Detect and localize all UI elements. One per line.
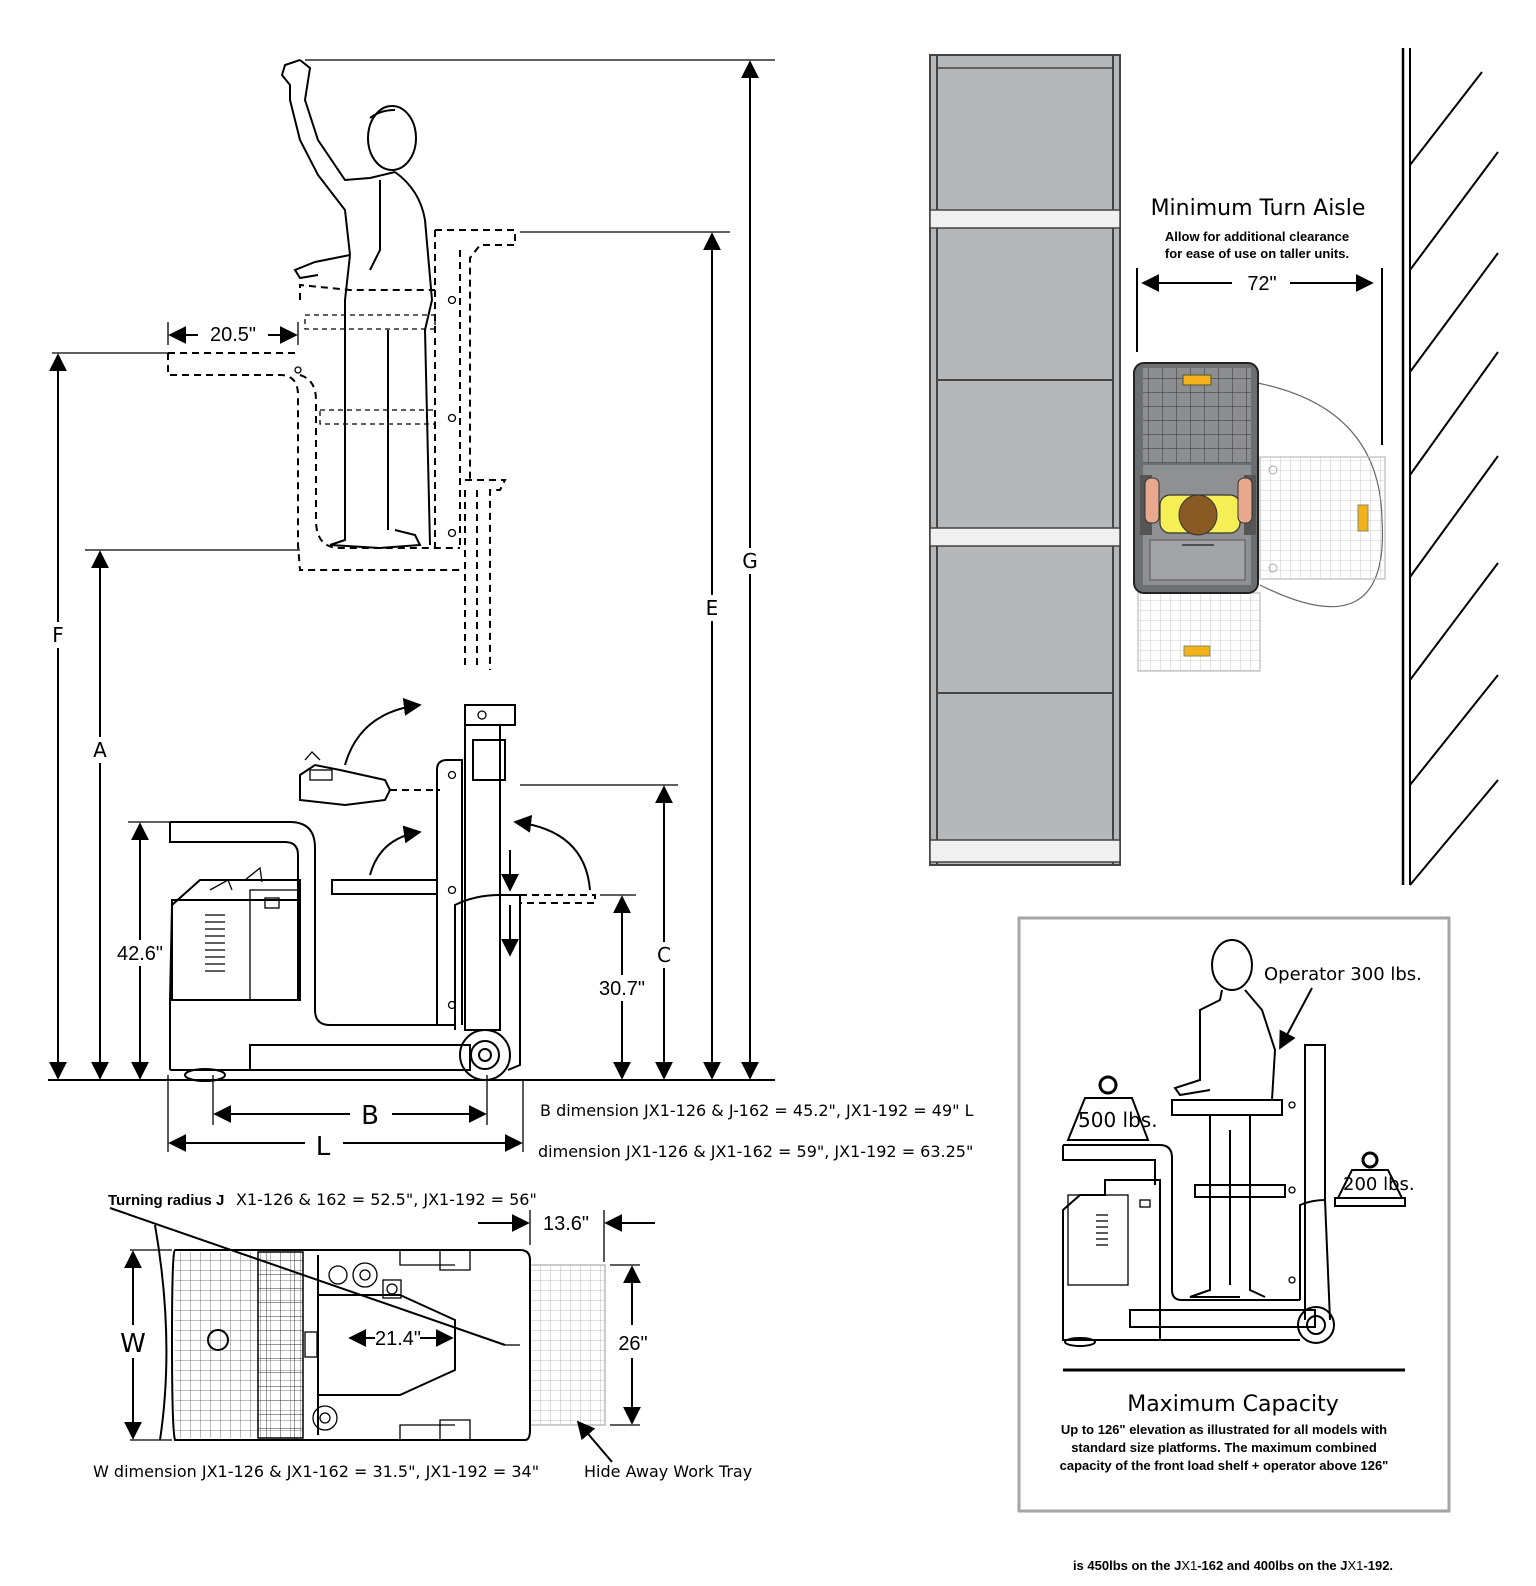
- dim-42-6: 42.6": [117, 943, 163, 965]
- turning-radius-line: [109, 1207, 506, 1346]
- elevated-platform: [167, 229, 516, 670]
- dim-26: 26": [618, 1333, 647, 1355]
- hide-away-tray: [529, 1264, 606, 1426]
- label-e: E: [706, 596, 719, 620]
- turning-radius-prefix: Turning radius J: [108, 1192, 224, 1209]
- dim-72: 72": [1247, 273, 1276, 295]
- label-c: C: [657, 943, 671, 967]
- capacity-operator: [1173, 939, 1277, 1298]
- aisle-note-line-2: for ease of use on taller units.: [1165, 246, 1349, 261]
- dim-30-7: 30.7": [599, 978, 645, 1000]
- capacity-box: Operator 300 lbs. 500 lbs. 200 lbs. Maxi…: [1017, 916, 1451, 1573]
- note-l-dimension: dimension JX1-126 & JX1-162 = 59", JX1-1…: [538, 1142, 973, 1161]
- dim-21-4: 21.4": [375, 1328, 421, 1350]
- label-a: A: [93, 738, 107, 762]
- capacity-line-2: standard size platforms. The maximum com…: [1071, 1440, 1377, 1455]
- capacity-footer: is 450lbs on the JX1-162 and 400lbs on t…: [1073, 1558, 1393, 1573]
- capacity-truck: [1062, 1044, 1406, 1347]
- label-g: G: [742, 549, 758, 573]
- hide-away-tray-label: Hide Away Work Tray: [584, 1462, 752, 1481]
- label-l: L: [316, 1132, 331, 1162]
- label-w: W: [120, 1329, 146, 1359]
- label-b: B: [361, 1101, 379, 1131]
- load-200-label: 200 lbs.: [1343, 1174, 1415, 1195]
- weight-500: [1066, 1075, 1150, 1141]
- capacity-line-1: Up to 126" elevation as illustrated for …: [1061, 1422, 1387, 1437]
- note-b-dimension: B dimension JX1-126 & J-162 = 45.2", JX1…: [540, 1101, 974, 1120]
- aisle-note-line-1: Allow for additional clearance: [1165, 229, 1349, 244]
- side-dimensions: [49, 59, 775, 1152]
- dim-13-6: 13.6": [543, 1213, 589, 1235]
- truck-base: [169, 697, 596, 1082]
- weight-200: [1336, 1151, 1404, 1199]
- aisle-title: Minimum Turn Aisle: [1151, 196, 1366, 221]
- dim-20-5: 20.5": [210, 324, 256, 346]
- top-view: Turning radius J X1-126 & 162 = 52.5", J…: [93, 1190, 752, 1481]
- rack-shelving: [929, 54, 1121, 866]
- turning-radius-note: X1-126 & 162 = 52.5", JX1-192 = 56": [236, 1190, 537, 1209]
- load-500-label: 500 lbs.: [1078, 1108, 1158, 1132]
- capacity-frame: [1017, 916, 1451, 1513]
- aisle-view: Minimum Turn Aisle Allow for additional …: [929, 48, 1499, 886]
- capacity-line-3: capacity of the front load shelf + opera…: [1060, 1458, 1389, 1473]
- capacity-title: Maximum Capacity: [1127, 1392, 1339, 1417]
- top-chassis: [170, 1249, 531, 1441]
- label-f: F: [52, 623, 64, 647]
- operator-figure: [280, 59, 434, 550]
- drive-wheel: [459, 1029, 511, 1081]
- operator-label: Operator 300 lbs.: [1264, 964, 1422, 985]
- note-w-dimension: W dimension JX1-126 & JX1-162 = 31.5", J…: [93, 1462, 539, 1481]
- side-view: 20.5" 42.6" 30.7" F A G E C B L B dimens…: [48, 59, 974, 1162]
